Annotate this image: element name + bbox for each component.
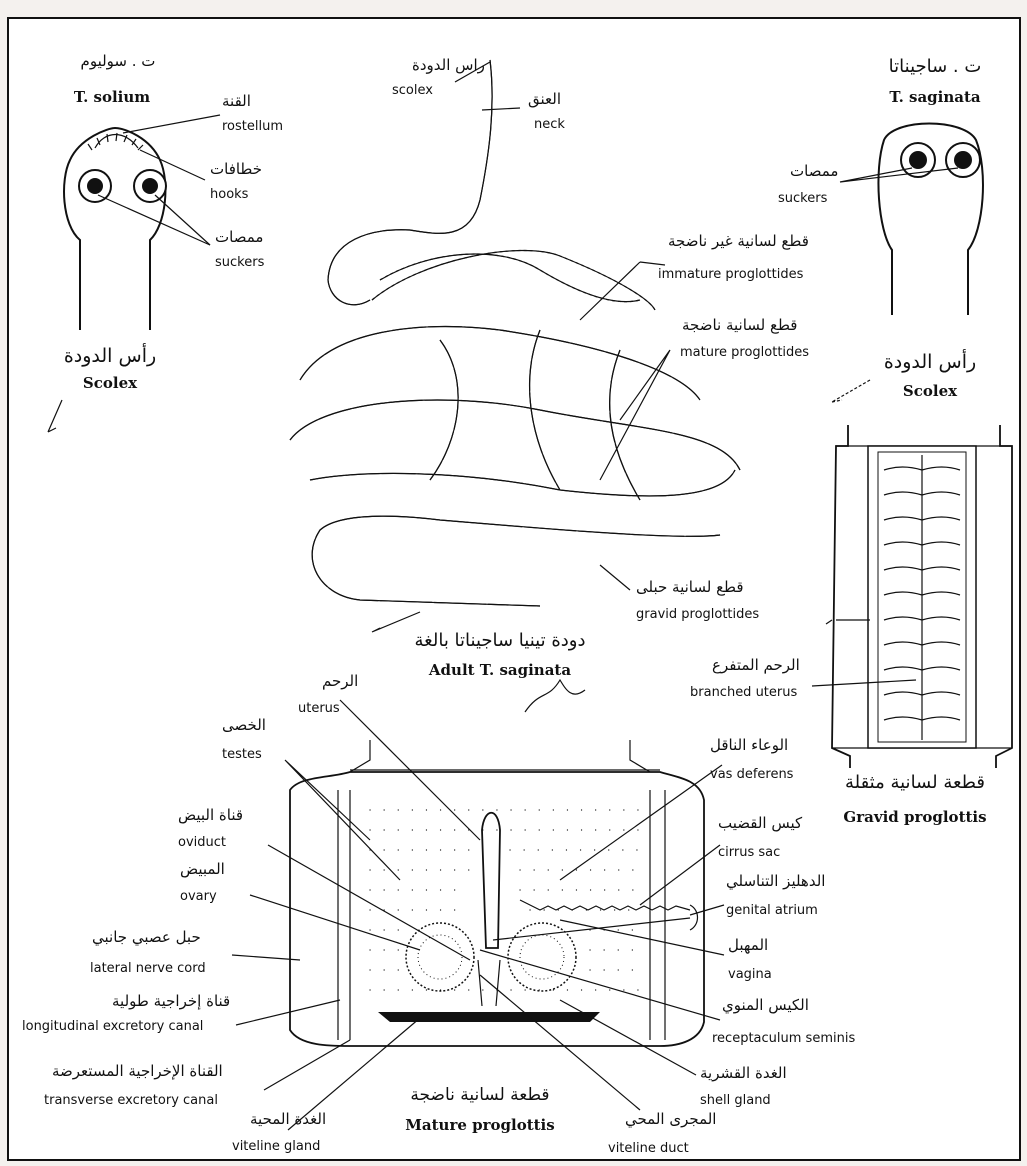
saginata-suckers-label-en: suckers bbox=[778, 191, 828, 206]
saginata-suckers-label-ar: ممصات bbox=[790, 162, 838, 180]
genital-atrium-label-ar: الدهليز التناسلي bbox=[726, 872, 825, 891]
neck-label-en: neck bbox=[534, 117, 565, 132]
transverse-canal-label-ar: القناة الإخراجية المستعرضة bbox=[52, 1062, 223, 1080]
oviduct-label-en: oviduct bbox=[178, 835, 226, 850]
testes-label-ar: الخصى bbox=[222, 716, 266, 734]
ovary-label-ar: المبيض bbox=[180, 860, 225, 878]
solium-title-ar: ت . سوليوم bbox=[81, 52, 156, 70]
vitelline-duct-label-ar: المجرى المحي bbox=[625, 1110, 716, 1129]
rostellum-label-en: rostellum bbox=[222, 119, 283, 134]
uterus-label-en: uterus bbox=[298, 701, 340, 716]
branched-uterus-label-ar: الرحم المتفرع bbox=[712, 656, 800, 674]
vitelline-gland-label-ar: الغدة المحية bbox=[250, 1110, 326, 1128]
adult-scolex-label-en: scolex bbox=[392, 83, 433, 98]
saginata-title-ar: ت . ساجيناتا bbox=[889, 56, 982, 77]
nerve-cord-label-en: lateral nerve cord bbox=[90, 961, 206, 976]
vagina-label-ar: المهبل bbox=[728, 936, 768, 954]
uterus-label-ar: الرحم bbox=[322, 672, 358, 690]
solium-scolex-label-en: Scolex bbox=[83, 374, 138, 392]
cirrus-sac-label-ar: كيس القضيب bbox=[718, 814, 803, 832]
adult-title-en: Adult T. saginata bbox=[428, 661, 571, 679]
receptaculum-label-en: receptaculum seminis bbox=[712, 1031, 855, 1046]
gravid-proglottis-title-en: Gravid proglottis bbox=[843, 808, 986, 826]
saginata-title-en: T. saginata bbox=[889, 88, 981, 106]
rostellum-label-ar: القنة bbox=[222, 92, 251, 110]
branched-uterus-label-en: branched uterus bbox=[690, 685, 797, 700]
immature-label-en: immature proglottides bbox=[658, 267, 804, 282]
genital-atrium-label-en: genital atrium bbox=[726, 903, 818, 918]
vitelline-duct-label-en: viteline duct bbox=[608, 1141, 689, 1156]
gravid-proglottides-label-en: gravid proglottides bbox=[636, 607, 759, 622]
mature-proglottides-label-ar: قطع لسانية ناضجة bbox=[682, 316, 797, 334]
vas-deferens-label-en: vas deferens bbox=[710, 767, 794, 782]
longitudinal-canal-label-ar: قناة إخراجية طولية bbox=[112, 992, 230, 1010]
mature-proglottis-title-en: Mature proglottis bbox=[405, 1116, 554, 1134]
solium-title-en: T. solium bbox=[74, 88, 150, 106]
neck-label-ar: العنق bbox=[528, 90, 561, 108]
mature-proglottides-label-en: mature proglottides bbox=[680, 345, 809, 360]
oviduct-label-ar: قناة البيض bbox=[178, 806, 243, 824]
immature-label-ar: قطع لسانية غير ناضجة bbox=[668, 232, 809, 250]
solium-suckers-label-ar: ممصات bbox=[215, 228, 263, 246]
vas-deferens-label-ar: الوعاء الناقل bbox=[710, 736, 788, 754]
adult-scolex-label-ar: راس الدودة bbox=[412, 56, 485, 74]
hooks-label-en: hooks bbox=[210, 187, 249, 202]
saginata-scolex-label-ar: رأس الدودة bbox=[884, 349, 976, 373]
solium-scolex-label-ar: رأس الدودة bbox=[64, 343, 156, 367]
longitudinal-canal-label-en: longitudinal excretory canal bbox=[22, 1019, 203, 1034]
mature-proglottis-title-ar: قطعة لسانية ناضجة bbox=[410, 1085, 549, 1105]
shell-gland-label-ar: الغدة القشرية bbox=[700, 1064, 787, 1082]
vagina-label-en: vagina bbox=[728, 967, 772, 982]
nerve-cord-label-ar: حبل عصبي جانبي bbox=[92, 928, 201, 947]
receptaculum-label-ar: الكيس المنوي bbox=[722, 996, 809, 1015]
cirrus-sac-label-en: cirrus sac bbox=[718, 845, 780, 860]
testes-label-en: testes bbox=[222, 747, 262, 762]
hooks-label-ar: خطافات bbox=[210, 160, 262, 178]
solium-suckers-label-en: suckers bbox=[215, 255, 265, 270]
ovary-label-en: ovary bbox=[180, 889, 217, 904]
shell-gland-label-en: shell gland bbox=[700, 1093, 771, 1108]
transverse-canal-label-en: transverse excretory canal bbox=[44, 1093, 218, 1108]
vitelline-gland-label-en: viteline gland bbox=[232, 1139, 320, 1154]
gravid-proglottis-title-ar: قطعة لسانية مثقلة bbox=[845, 772, 985, 793]
adult-title-ar: دودة تينيا ساجيناتا بالغة bbox=[415, 630, 586, 651]
saginata-scolex-label-en: Scolex bbox=[903, 382, 958, 400]
gravid-proglottides-label-ar: قطع لسانية حبلى bbox=[636, 578, 744, 596]
